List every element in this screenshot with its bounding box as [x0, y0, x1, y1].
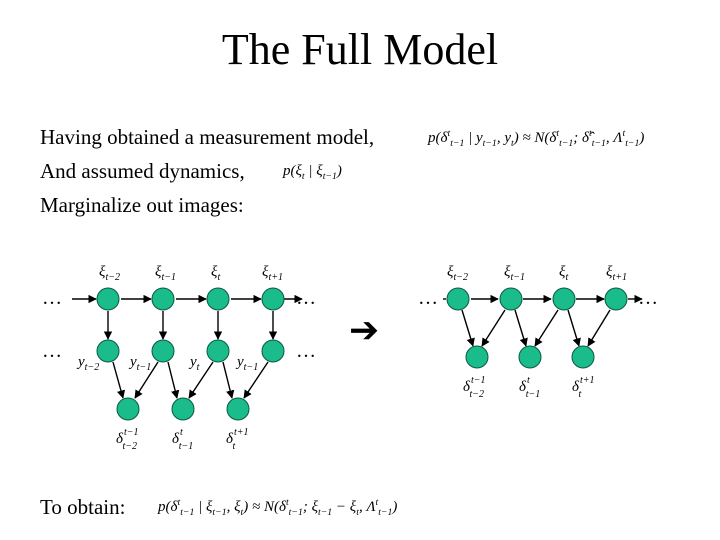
left-xi-labels: ξt−2 ξt−1 ξt ξt+1: [99, 264, 283, 283]
measurement-equation: p(δtt−1 | yt−1, yt) ≈ N(δtt−1; δ̂tt−1, Λ…: [428, 128, 645, 149]
marginalize-text: Marginalize out images:: [40, 193, 244, 217]
svg-text:ξt+1: ξt+1: [262, 264, 283, 283]
right-xi-node: [499, 287, 523, 311]
right-delta-node: [571, 345, 595, 369]
right-xi-node: [446, 287, 470, 311]
right-edges: [443, 294, 643, 347]
ellipsis: …: [296, 340, 316, 362]
ellipsis: …: [418, 287, 438, 309]
dynamics-equation: p(ξt | ξt−1): [283, 163, 342, 182]
page-title: The Full Model: [221, 25, 499, 74]
ellipsis: …: [42, 287, 62, 309]
left-y-node: [96, 339, 120, 363]
svg-text:yt−2: yt−2: [76, 354, 99, 373]
svg-text:δt+1t: δt+1t: [226, 427, 249, 452]
svg-text:δt−1t−2: δt−1t−2: [116, 427, 139, 452]
svg-text:ξt−2: ξt−2: [99, 264, 120, 283]
ellipsis: …: [296, 287, 316, 309]
left-y-node: [151, 339, 175, 363]
svg-text:δtt−1: δtt−1: [519, 375, 540, 400]
right-delta-node: [465, 345, 489, 369]
right-xi-node: [604, 287, 628, 311]
right-xi-labels: ξt−2 ξt−1 ξt ξt+1: [447, 264, 627, 283]
svg-text:yt−1: yt−1: [128, 354, 151, 373]
svg-text:ξt: ξt: [211, 264, 220, 283]
svg-text:yt−1: yt−1: [235, 354, 258, 373]
svg-text:ξt+1: ξt+1: [606, 264, 627, 283]
ellipsis: …: [638, 287, 658, 309]
ellipsis: …: [42, 340, 62, 362]
left-y-node: [206, 339, 230, 363]
left-xi-node: [96, 287, 120, 311]
svg-text:yt: yt: [188, 354, 200, 373]
left-delta-node: [226, 397, 250, 421]
result-equation: p(δtt−1 | ξt−1, ξt) ≈ N(δtt−1; ξt−1 − ξt…: [158, 497, 398, 518]
svg-text:δtt−1: δtt−1: [172, 427, 193, 452]
right-nodes: [446, 287, 628, 369]
obtain-text: To obtain:: [40, 495, 126, 519]
left-xi-node: [151, 287, 175, 311]
left-delta-node: [116, 397, 140, 421]
right-delta-node: [518, 345, 542, 369]
dynamics-text: And assumed dynamics,: [40, 159, 245, 183]
svg-text:ξt−1: ξt−1: [155, 264, 176, 283]
svg-text:ξt: ξt: [559, 264, 568, 283]
measurement-text: Having obtained a measurement model,: [40, 125, 375, 149]
left-nodes: [96, 287, 285, 421]
left-y-node: [261, 339, 285, 363]
left-xi-node: [261, 287, 285, 311]
right-xi-node: [552, 287, 576, 311]
svg-text:δt−1t−2: δt−1t−2: [463, 375, 486, 400]
transform-arrow: ➔: [349, 310, 379, 350]
svg-text:ξt−1: ξt−1: [504, 264, 525, 283]
left-delta-node: [171, 397, 195, 421]
svg-text:ξt−2: ξt−2: [447, 264, 468, 283]
left-xi-node: [206, 287, 230, 311]
svg-text:δt+1t: δt+1t: [572, 375, 595, 400]
left-xi-chain-edges: [72, 294, 303, 399]
